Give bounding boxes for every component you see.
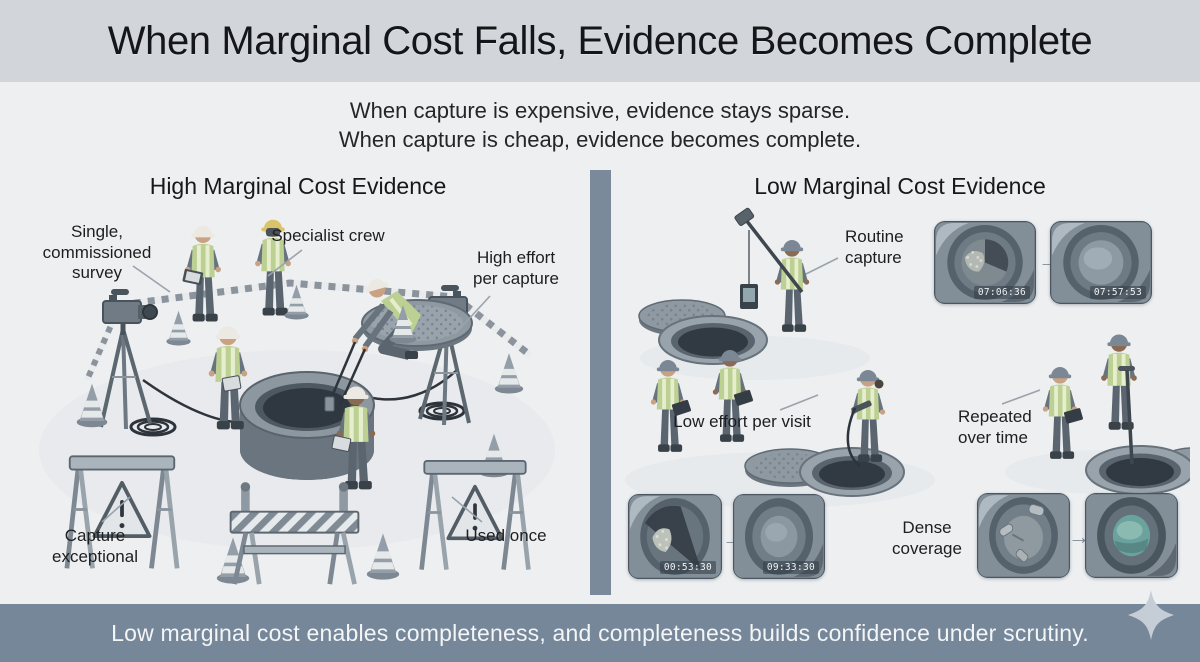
inspection-frame-thumbnail: 07:06:36 <box>934 221 1036 304</box>
timestamp: 07:06:36 <box>973 286 1030 299</box>
low-cost-scene-illustration <box>615 200 1190 600</box>
label-capture-exceptional: Capture exceptional <box>51 526 139 566</box>
timestamp: 09:33:30 <box>762 561 819 574</box>
subtitle-line-1: When capture is expensive, evidence stay… <box>349 98 851 123</box>
label-dense-coverage: Dense coverage <box>892 518 962 558</box>
footer-text: Low marginal cost enables completeness, … <box>111 619 1089 646</box>
label-repeated: Repeated over time <box>958 407 1032 447</box>
high-cost-scene-illustration <box>25 205 570 600</box>
inspection-frame-thumbnail <box>977 493 1070 578</box>
footer-banner: Low marginal cost enables completeness, … <box>0 604 1200 662</box>
timestamp: 00:53:30 <box>659 561 716 574</box>
left-panel-heading: High Marginal Cost Evidence <box>149 173 447 199</box>
right-panel-heading: Low Marginal Cost Evidence <box>754 173 1046 199</box>
label-high-effort: High effort per capture <box>473 248 559 288</box>
title-band: When Marginal Cost Falls, Evidence Becom… <box>0 0 1200 82</box>
label-single-survey: Single, commissioned survey <box>42 222 152 283</box>
panel-divider <box>590 170 611 595</box>
label-routine-capture: Routine capture <box>845 227 904 267</box>
label-specialist-crew: Specialist crew <box>271 226 385 245</box>
page-title: When Marginal Cost Falls, Evidence Becom… <box>107 18 1093 63</box>
inspection-frame-thumbnail: 09:33:30 <box>733 494 825 579</box>
label-used-once: Used once <box>465 526 547 545</box>
inspection-frame-thumbnail: 00:53:30 <box>628 494 722 579</box>
subtitle-line-2: When capture is cheap, evidence becomes … <box>338 127 862 153</box>
subtitle: When capture is expensive, evidence stay… <box>0 96 1200 154</box>
inspection-frame-thumbnail: 07:57:53 <box>1050 221 1152 304</box>
timestamp: 07:57:53 <box>1089 286 1146 299</box>
inspection-frame-thumbnail <box>1085 493 1178 578</box>
label-low-effort: Low effort per visit <box>673 412 811 431</box>
sparkle-icon <box>1128 590 1174 640</box>
